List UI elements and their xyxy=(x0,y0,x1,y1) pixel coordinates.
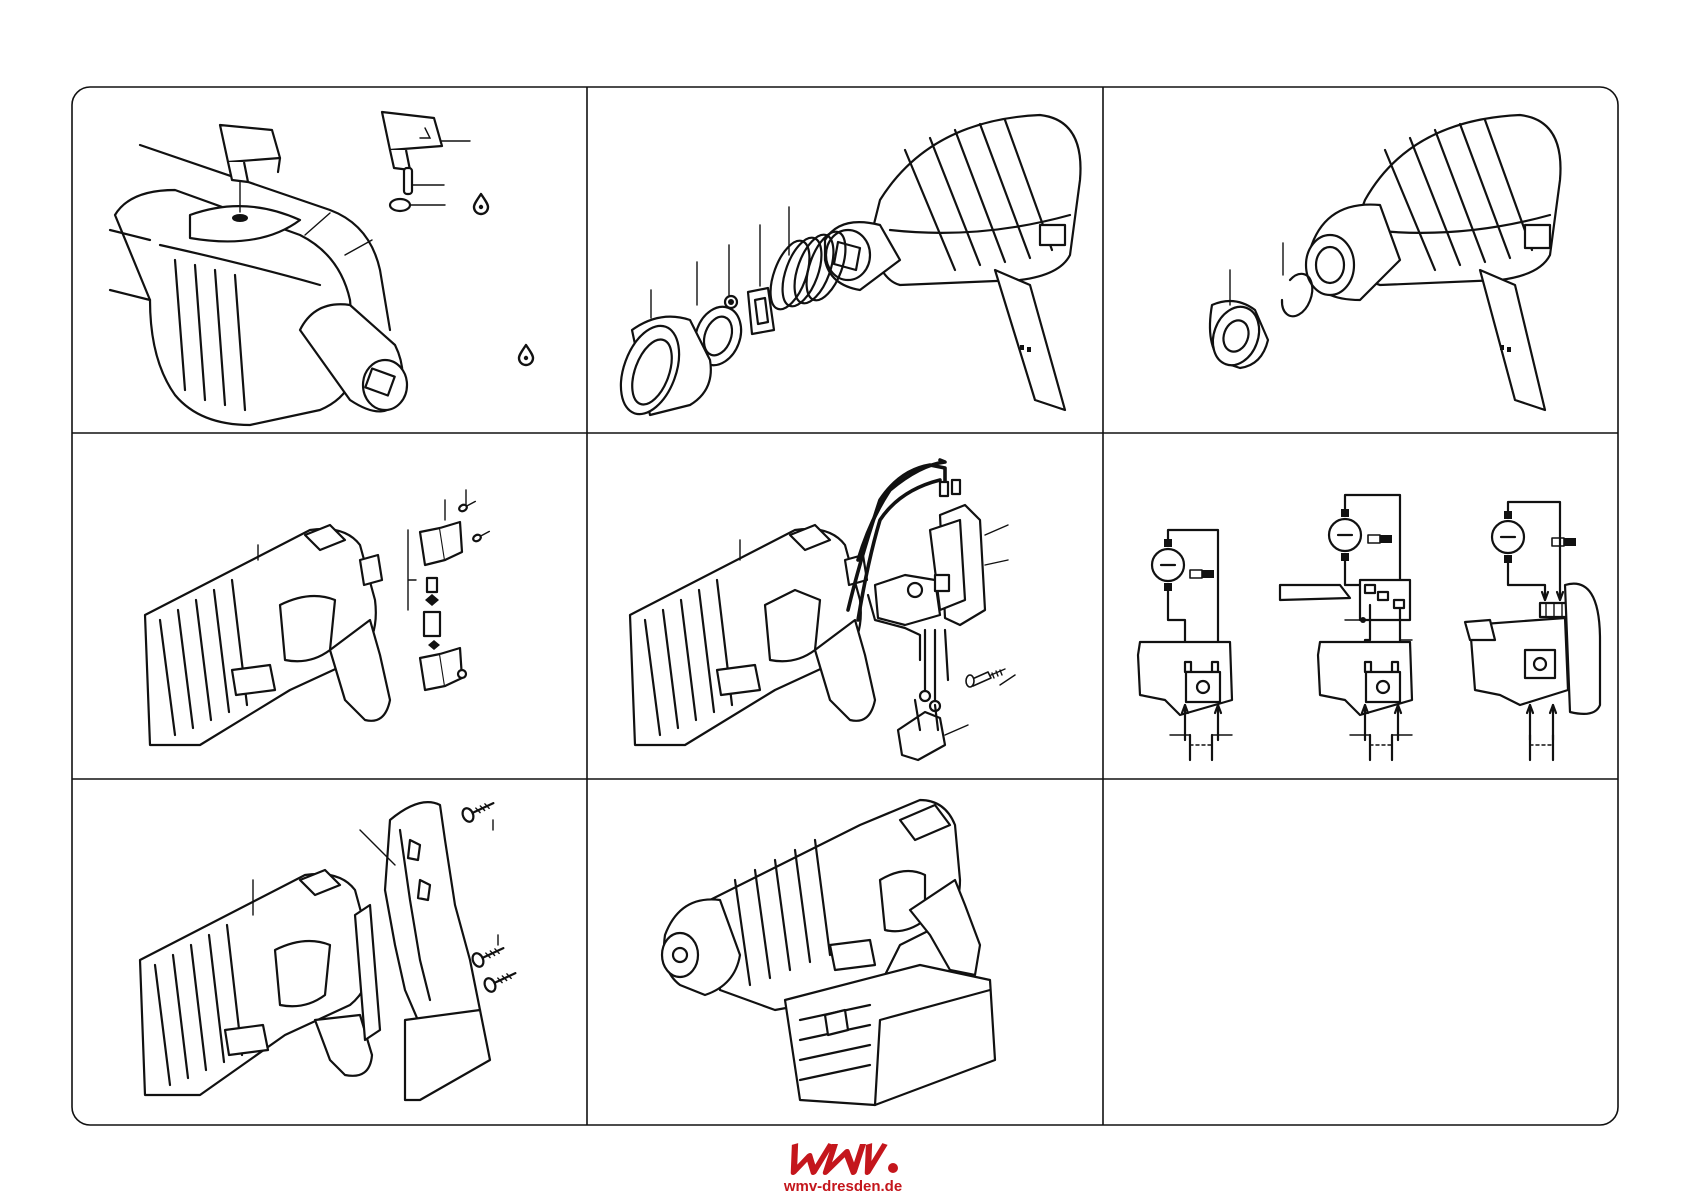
wmv-logo xyxy=(786,1144,898,1173)
panel-5-switch-wiring xyxy=(630,460,1015,760)
motor-symbol-icon xyxy=(1329,501,1361,569)
wiring-diagram-b xyxy=(1280,495,1412,760)
wiring-diagram-a xyxy=(1138,530,1232,760)
panel-4-carbon-brushes xyxy=(145,490,491,745)
panel-7-handle-shell xyxy=(140,797,518,1100)
lubricant-drop-icon xyxy=(474,194,488,214)
motor-symbol-icon xyxy=(1152,531,1184,599)
panel-6-wiring-diagrams xyxy=(1138,495,1600,760)
panel-1-top-cover xyxy=(110,112,533,425)
wiring-diagram-c xyxy=(1465,502,1600,760)
panel-8-assembled-drill xyxy=(662,800,995,1105)
panel-2-sleeve-exploded xyxy=(610,115,1081,422)
panel-3-retaining-ring xyxy=(1205,115,1560,410)
lubricant-drop-icon xyxy=(519,345,533,365)
motor-symbol-icon xyxy=(1492,503,1524,571)
footer-logo-text[interactable]: wmv-dresden.de xyxy=(783,1178,902,1195)
